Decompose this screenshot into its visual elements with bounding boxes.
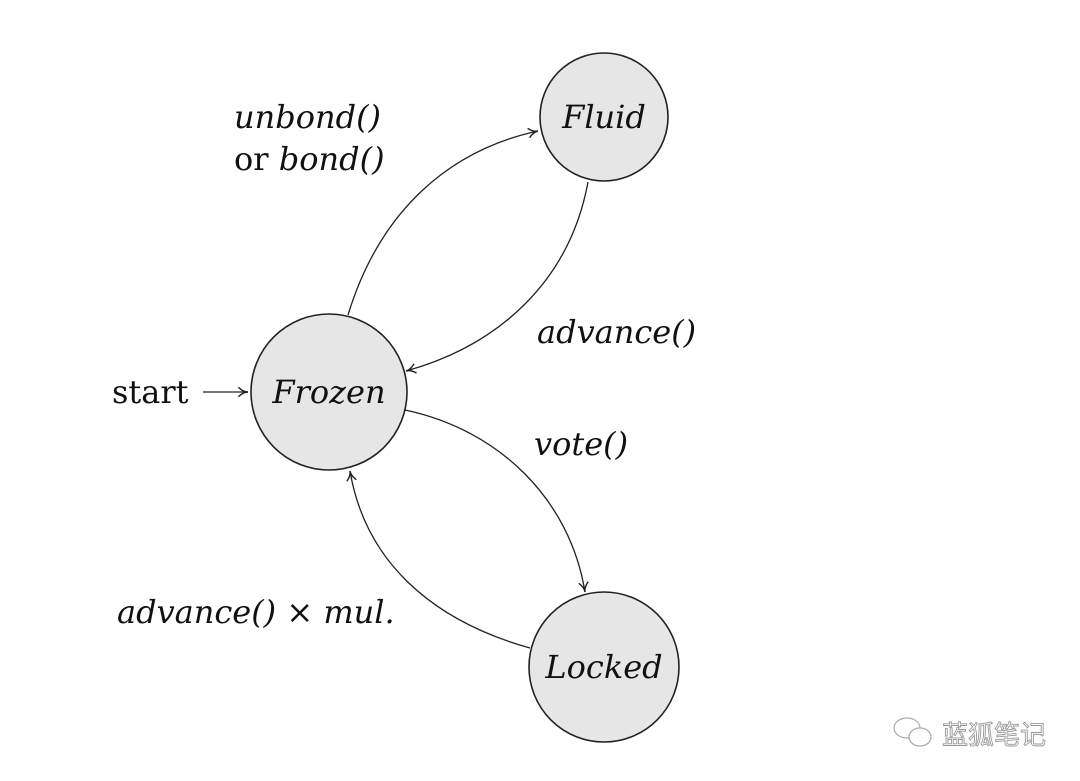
state-frozen [250, 313, 408, 471]
start-label: start [112, 373, 189, 411]
state-locked [528, 591, 680, 743]
edge-label-advance: advance() [537, 313, 696, 351]
edge-label-or: or [234, 140, 279, 178]
state-fluid [539, 52, 669, 182]
edge-fluid-to-frozen [405, 181, 589, 374]
state-fluid-label: Fluid [561, 98, 646, 136]
edge-label-or-bond: or bond() [234, 140, 385, 178]
edge-label-unbond: unbond() [234, 98, 381, 136]
watermark-text: 蓝狐笔记 [942, 721, 1046, 751]
state-frozen-label: Frozen [271, 373, 385, 411]
edge-frozen-to-locked [404, 409, 589, 593]
edge-label-advance-mul: advance() × mul. [117, 593, 395, 631]
edge-frozen-to-fluid [347, 127, 539, 316]
edge-locked-to-frozen [346, 470, 531, 649]
edge-label-vote: vote() [534, 425, 628, 463]
wechat-icon [893, 717, 932, 747]
state-locked-label: Locked [544, 648, 662, 686]
edge-label-bond: bond() [279, 140, 385, 178]
